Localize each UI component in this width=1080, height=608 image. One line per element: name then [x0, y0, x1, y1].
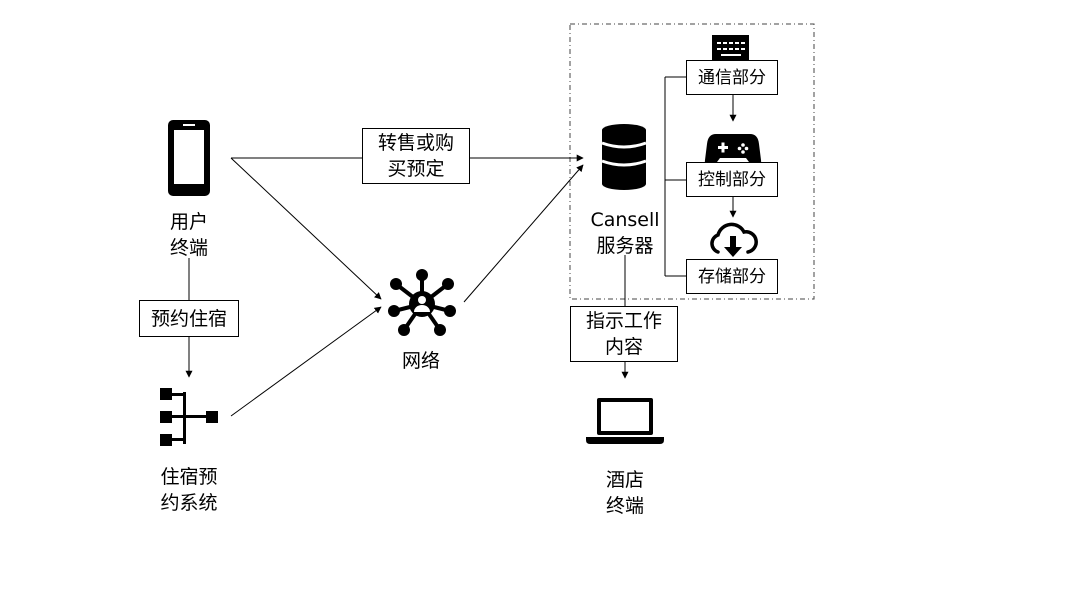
gamepad-icon — [704, 134, 762, 167]
network-hub-icon — [388, 269, 456, 336]
keyboard-icon — [712, 35, 749, 60]
network-label: 网络 — [401, 350, 440, 372]
server-label: Cansell 服务器 — [590, 209, 660, 257]
resale-label-box: 转售或购 买预定 — [362, 128, 470, 184]
control-part-box: 控制部分 — [686, 162, 778, 197]
user-terminal-label: 用户 终端 — [169, 211, 208, 259]
booking-system-label: 住宿预 约系统 — [160, 466, 218, 514]
edge-network-to-server — [463, 164, 584, 303]
edge-booking-to-network — [230, 306, 382, 417]
edge-user-to-network — [230, 157, 382, 300]
laptop-icon — [586, 398, 664, 444]
storage-part-box: 存储部分 — [686, 259, 778, 294]
instruction-label-box: 指示工作 内容 — [570, 306, 678, 362]
hierarchy-icon — [160, 388, 218, 446]
hotel-terminal-label: 酒店 终端 — [605, 469, 644, 517]
reserve-label-box: 预约住宿 — [139, 300, 239, 337]
server-group-frame — [569, 23, 815, 300]
communication-part-box: 通信部分 — [686, 60, 778, 95]
database-icon — [601, 124, 647, 190]
cloud-download-icon — [710, 222, 758, 257]
smartphone-icon — [168, 120, 210, 196]
